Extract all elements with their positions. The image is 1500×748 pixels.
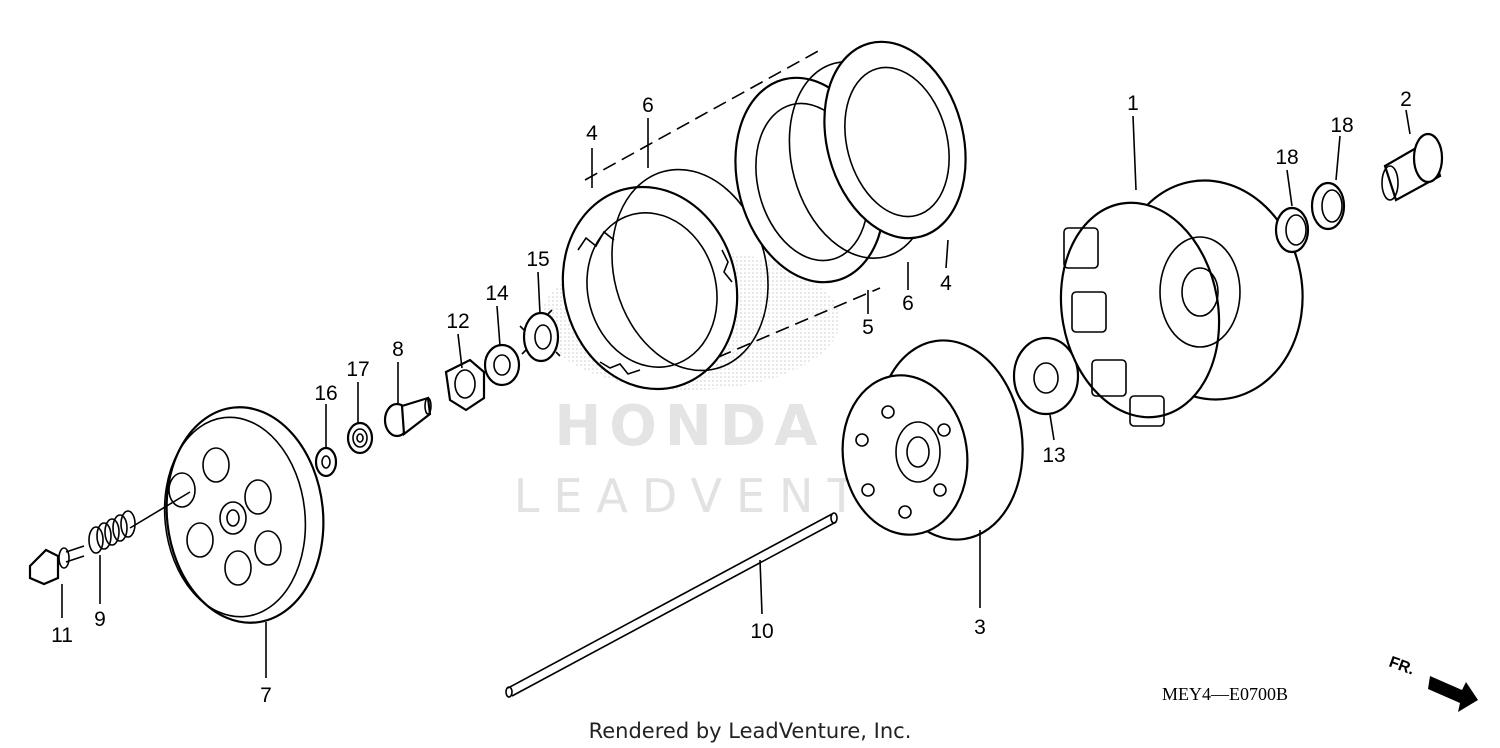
label-part-14: 14 xyxy=(485,282,509,305)
label-part-6-front: 6 xyxy=(642,94,654,117)
part-13-thrust-washer xyxy=(1012,336,1080,416)
fr-label: FR. xyxy=(1387,654,1417,679)
part-11-bolt xyxy=(28,545,85,586)
part-2-collar xyxy=(1381,132,1444,202)
part-1-clutch-outer xyxy=(1059,179,1304,427)
label-part-16: 16 xyxy=(314,382,337,405)
part-15-judder-washer xyxy=(519,309,561,363)
leader-lines xyxy=(61,109,1411,678)
label-part-12: 12 xyxy=(446,310,469,333)
fr-arrow-icon xyxy=(1428,676,1478,712)
label-part-10: 10 xyxy=(750,620,773,643)
part-18-bearing-a xyxy=(1274,206,1310,254)
watermark-brand: HONDA xyxy=(554,394,825,459)
part-3-clutch-center xyxy=(841,339,1024,541)
part-18-bearing-b xyxy=(1310,181,1346,231)
part-16-washer xyxy=(314,446,338,478)
part-14-lock-washer xyxy=(483,343,521,387)
part-10-push-rod xyxy=(505,512,838,698)
label-part-18-b: 18 xyxy=(1330,114,1353,137)
friction-disc-front xyxy=(561,185,739,391)
clutch-plate-pack xyxy=(561,40,967,391)
label-part-4-rear: 4 xyxy=(940,272,952,295)
part-7-pressure-plate xyxy=(163,406,325,624)
part-17-bearing xyxy=(346,421,374,455)
label-part-3: 3 xyxy=(974,616,986,639)
footer-credit: Rendered by LeadVenture, Inc. xyxy=(589,719,912,743)
diagram-code: MEY4—E0700B xyxy=(1162,684,1288,704)
friction-disc-back xyxy=(823,40,967,240)
label-part-5: 5 xyxy=(862,316,874,339)
label-part-6-rear: 6 xyxy=(902,292,914,315)
label-part-8: 8 xyxy=(392,338,404,361)
label-part-13: 13 xyxy=(1042,444,1065,467)
label-part-7: 7 xyxy=(260,684,272,707)
part-12-nut xyxy=(444,358,486,412)
label-part-11: 11 xyxy=(51,624,73,647)
label-part-2: 2 xyxy=(1400,88,1412,111)
label-part-18-a: 18 xyxy=(1275,146,1298,169)
front-direction-marker: FR. xyxy=(1387,654,1478,712)
part-8-lifter-piece xyxy=(383,396,432,438)
label-part-17: 17 xyxy=(346,358,369,381)
label-part-9: 9 xyxy=(94,608,106,631)
label-part-1: 1 xyxy=(1127,92,1139,115)
part-9-spring xyxy=(88,510,136,554)
label-part-15: 15 xyxy=(526,248,549,271)
steel-plate-front xyxy=(611,168,769,372)
label-part-4-front: 4 xyxy=(586,122,598,145)
